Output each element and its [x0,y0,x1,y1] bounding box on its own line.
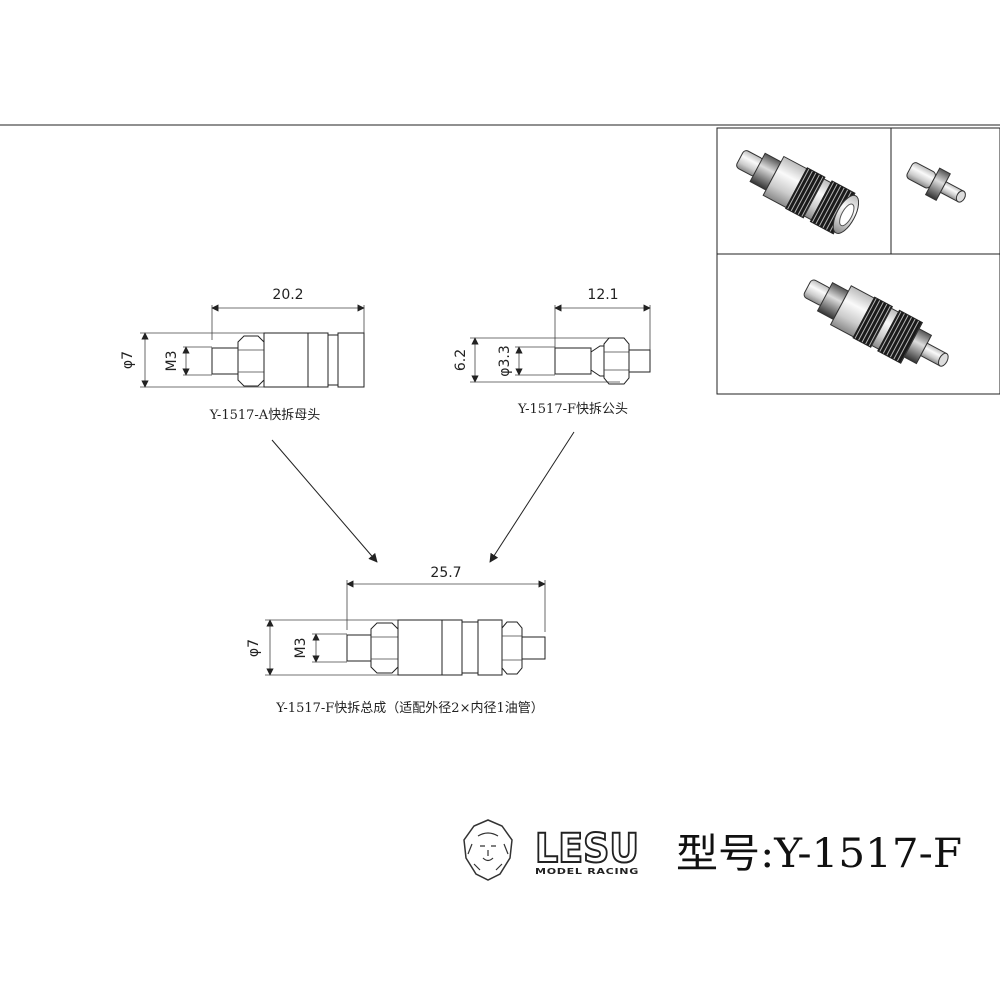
model-number: 型号:Y-1517-F [676,831,962,877]
male-connector-drawing: 12.1 6.2 φ3.3 Y-1517-F快拆公头 [453,287,651,417]
female-caption: Y-1517-A快拆母头 [209,408,320,423]
assembly-caption: Y-1517-F快拆总成（适配外径2×内径1油管） [275,700,543,716]
female-length-label: 20.2 [272,287,303,303]
assembly-length-label: 25.7 [430,565,461,581]
male-outer-diameter-label: 6.2 [453,349,469,371]
lion-logo-icon [463,819,513,881]
arrow-male-to-assembly [489,431,575,563]
assembly-thread-label: M3 [293,638,309,659]
assembly-drawing: 25.7 φ7 M3 Y-1517-F快拆总成（适配外径2×内径1油管） [246,565,546,716]
brand-tagline: MODEL RACING [535,867,639,876]
female-diameter-label: φ7 [120,351,136,369]
male-caption: Y-1517-F快拆公头 [517,402,628,417]
photo-male-plug [906,162,966,203]
brand-name: LESU [535,826,639,872]
male-inner-diameter-label: φ3.3 [497,345,513,377]
photo-assembled-coupler [803,279,949,367]
male-length-label: 12.1 [587,287,618,303]
product-photos-panel [716,127,1000,395]
photo-female-coupler [736,150,860,235]
female-thread-label: M3 [164,351,180,372]
arrow-female-to-assembly [271,439,378,563]
assembly-diameter-label: φ7 [246,639,262,657]
female-connector-drawing: 20.2 φ7 M3 Y-1517-A快拆母头 [120,287,365,423]
